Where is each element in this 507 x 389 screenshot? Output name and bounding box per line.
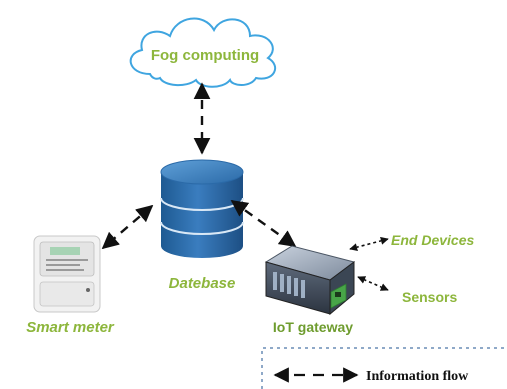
arrow-gateway-end-devices: [349, 236, 389, 252]
gateway-label: IoT gateway: [273, 319, 353, 335]
end-devices-label: End Devices: [391, 232, 474, 248]
cloud-label: Fog computing: [151, 47, 259, 64]
database-icon: [160, 159, 244, 258]
arrow-gateway-sensors: [357, 276, 389, 291]
arrow-database-smart-meter: [101, 204, 154, 250]
smart-meter-icon: [33, 235, 101, 313]
database-label: Datebase: [169, 275, 236, 292]
legend-border: [261, 347, 507, 389]
smart-meter-label: Smart meter: [26, 319, 115, 336]
legend-label: Information flow: [366, 369, 469, 384]
legend: Information flow: [261, 347, 507, 389]
gateway-icon: [264, 245, 356, 316]
sensors-label: Sensors: [402, 289, 457, 305]
cloud-icon: [129, 17, 277, 88]
arrow-database-gateway: [230, 200, 297, 247]
